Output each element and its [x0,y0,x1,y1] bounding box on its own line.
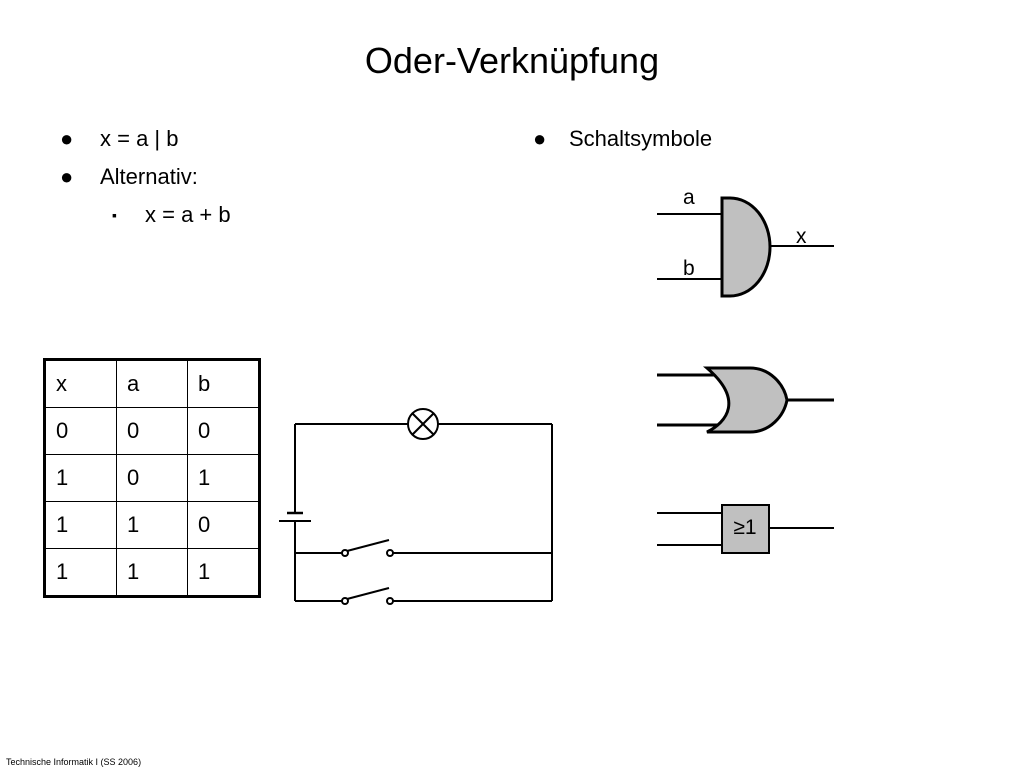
bullet-alternative: ● Alternativ: [60,162,231,200]
ansi-gate-body [702,366,789,434]
parallel-switch-circuit [279,408,553,605]
din-gate-body [720,196,772,298]
switch-icon [295,539,552,557]
bullet-marker: ● [533,126,547,151]
table-row: 0 0 0 [44,407,260,455]
slide-title: Oder-Verknüpfung [364,40,660,81]
table-cell: 0 [187,501,260,549]
battery-icon [279,511,311,522]
switch-icon [295,587,552,605]
iec-or-gate-symbol: ≥1 [657,504,834,554]
bullet-text: x = a | b [100,126,179,151]
bullet-text: Schaltsymbole [569,126,713,151]
lamp-icon [407,408,439,440]
left-bullet-list: ● x = a | b ● Alternativ: ▪ x = a + b [60,124,231,238]
right-bullet: ● Schaltsymbole [533,124,712,154]
slide-footer: Technische Informatik I (SS 2006) [6,757,142,767]
header-cell-x: x [44,359,117,408]
table-cell: 0 [187,407,260,455]
bullet-text: x = a + b [145,202,231,227]
din-or-gate-symbol: a b x [657,186,834,298]
table-row: 1 1 1 [44,548,260,597]
sub-bullet-marker: ▪ [112,207,117,223]
truth-table: x a b 0 0 0 1 0 1 1 1 0 1 1 1 [43,358,261,598]
table-header-row: x a b [44,359,260,408]
table-row: 1 0 1 [44,454,260,502]
table-cell: 1 [116,501,188,549]
header-cell-b: b [187,359,260,408]
table-cell: 1 [44,548,117,597]
bullet-marker: ● [60,126,74,151]
table-cell: 1 [116,548,188,597]
table-row: 1 1 0 [44,501,260,549]
table-cell: 1 [187,454,260,502]
bullet-text: Alternativ: [100,164,198,189]
table-cell: 1 [44,454,117,502]
iec-gate-label: ≥1 [733,516,756,539]
table-cell: 1 [44,501,117,549]
input-label-b: b [683,257,695,280]
bullet-formula: ● x = a | b [60,124,231,162]
table-cell: 1 [187,548,260,597]
ansi-or-gate-symbol [657,366,834,434]
sub-bullet-formula: ▪ x = a + b [60,200,231,238]
input-label-a: a [683,186,695,209]
bullet-marker: ● [60,164,74,189]
header-cell-a: a [116,359,188,408]
table-cell: 0 [116,454,188,502]
output-label-x: x [796,225,807,248]
